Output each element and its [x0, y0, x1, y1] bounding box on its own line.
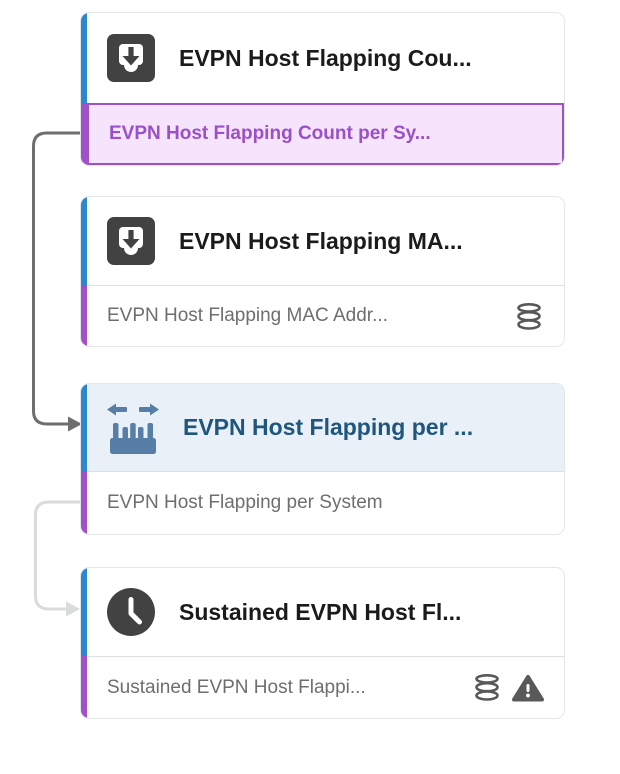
processor-output-row[interactable]: EVPN Host Flapping Count per Sy...: [87, 103, 564, 165]
clock-icon: [107, 588, 155, 636]
card-edge-bar: [81, 384, 87, 534]
arrowhead-icon: [66, 601, 80, 617]
processor-header[interactable]: Sustained EVPN Host Fl...: [87, 568, 564, 656]
processor-output-row[interactable]: EVPN Host Flapping MAC Addr...: [87, 285, 564, 346]
processor-header[interactable]: EVPN Host Flapping MA...: [87, 197, 564, 285]
accumulate-icon: [107, 34, 155, 82]
processor-output-row[interactable]: EVPN Host Flapping per System: [87, 471, 564, 534]
output-label: Sustained EVPN Host Flappi...: [107, 676, 366, 698]
processor-title: Sustained EVPN Host Fl...: [179, 598, 462, 625]
processor-title: EVPN Host Flapping Cou...: [179, 44, 472, 71]
processor-bar: [81, 197, 87, 285]
output-label: EVPN Host Flapping MAC Addr...: [107, 305, 388, 326]
processor-title: EVPN Host Flapping per ...: [183, 414, 474, 440]
range-icon: [107, 403, 159, 454]
processor-card: EVPN Host Flapping MA... EVPN Host Flapp…: [80, 196, 565, 347]
output-bar: [81, 471, 87, 534]
database-icon: [517, 302, 541, 330]
database-icon: [475, 674, 499, 701]
processor-title: EVPN Host Flapping MA...: [179, 227, 463, 254]
processor-card: EVPN Host Flapping Cou... EVPN Host Flap…: [80, 12, 565, 166]
connector-node3-to-node4: [34, 500, 88, 617]
output-label: EVPN Host Flapping per System: [107, 492, 383, 513]
warning-icon: [512, 674, 544, 701]
processor-header[interactable]: EVPN Host Flapping Cou...: [87, 13, 564, 103]
output-bar: [81, 656, 87, 718]
output-label: EVPN Host Flapping Count per Sy...: [109, 123, 431, 144]
processor-bar: [81, 384, 87, 471]
processor-bar: [81, 13, 87, 103]
processor-output-row[interactable]: Sustained EVPN Host Flappi...: [87, 656, 564, 718]
card-edge-bar: [81, 197, 87, 346]
processor-card: Sustained EVPN Host Fl... Sustained EVPN…: [80, 567, 565, 719]
card-edge-bar: [81, 13, 87, 165]
accumulate-icon: [107, 217, 155, 265]
processor-header-selected[interactable]: EVPN Host Flapping per ...: [87, 384, 564, 471]
connector-node1-to-node3: [32, 131, 88, 432]
output-bar: [81, 103, 87, 165]
card-edge-bar: [81, 568, 87, 718]
output-bar: [81, 285, 87, 346]
processor-card: EVPN Host Flapping per ... EVPN Host Fla…: [80, 383, 565, 535]
processor-bar: [81, 568, 87, 656]
